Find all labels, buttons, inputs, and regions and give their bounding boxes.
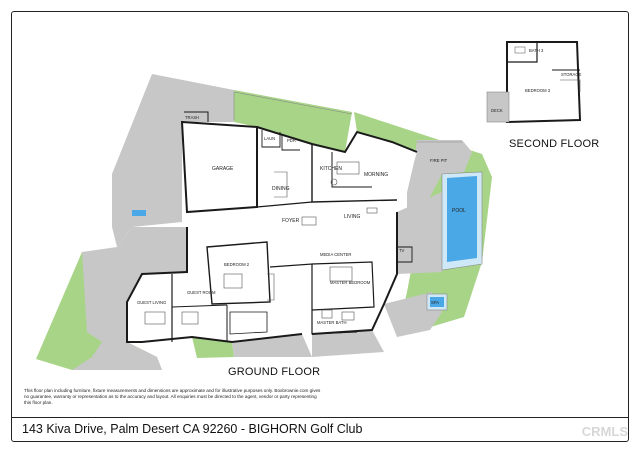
footer-divider bbox=[12, 417, 628, 418]
second-floor-plan bbox=[486, 41, 582, 124]
walls bbox=[126, 111, 418, 344]
room-label-trash: TRASH bbox=[185, 115, 199, 120]
second-floor-title: SECOND FLOOR bbox=[509, 138, 600, 150]
room-label-spa: SPA bbox=[431, 300, 439, 305]
watermark: CRMLS bbox=[581, 424, 628, 439]
room-label-bedroom-3: BEDROOM 3 bbox=[525, 88, 551, 93]
room-labels: TRASH LAUN PDR GARAGE KITCHEN MORNING FI… bbox=[137, 48, 582, 325]
room-label-master-bedroom: MASTER BEDROOM bbox=[330, 280, 371, 285]
room-label-morning: MORNING bbox=[364, 172, 388, 178]
spa bbox=[426, 293, 448, 311]
ground-floor-title: GROUND FLOOR bbox=[228, 366, 321, 378]
pool bbox=[441, 171, 483, 271]
room-label-guest-room: GUEST ROOM bbox=[187, 290, 216, 295]
floor-plan-sheet: TRASH LAUN PDR GARAGE KITCHEN MORNING FI… bbox=[11, 11, 629, 442]
window-lines bbox=[233, 91, 462, 143]
fixtures bbox=[144, 161, 378, 325]
room-label-pdr: PDR bbox=[287, 138, 296, 143]
room-label-guest-living: GUEST LIVING bbox=[137, 300, 166, 305]
room-label-storage: STORAGE bbox=[561, 72, 582, 77]
disclaimer-text: This floor plan including furniture, fix… bbox=[24, 388, 321, 405]
room-label-media-center: MEDIA CENTER bbox=[320, 252, 351, 257]
room-label-bedroom-2: BEDROOM 2 bbox=[224, 262, 250, 267]
floor-plan-drawing: TRASH LAUN PDR GARAGE KITCHEN MORNING FI… bbox=[36, 41, 582, 370]
room-label-deck: DECK bbox=[491, 108, 503, 113]
property-address: 143 Kiva Drive, Palm Desert CA 92260 - B… bbox=[22, 422, 363, 436]
room-label-garage: GARAGE bbox=[212, 166, 234, 172]
room-label-dining: DINING bbox=[272, 186, 290, 192]
room-label-living: LIVING bbox=[344, 214, 361, 220]
room-label-fire-pit: FIRE PIT bbox=[430, 158, 448, 163]
room-label-master-bath: MASTER BATH bbox=[317, 320, 346, 325]
interior-floor bbox=[127, 122, 417, 342]
room-label-kitchen: KITCHEN bbox=[320, 166, 342, 172]
room-label-pool: POOL bbox=[452, 208, 466, 214]
room-label-foyer: FOYER bbox=[282, 218, 300, 224]
room-label-tv: TV bbox=[399, 248, 405, 253]
room-label-laun: LAUN bbox=[264, 136, 275, 141]
room-label-bath-3: BATH 3 bbox=[529, 48, 544, 53]
